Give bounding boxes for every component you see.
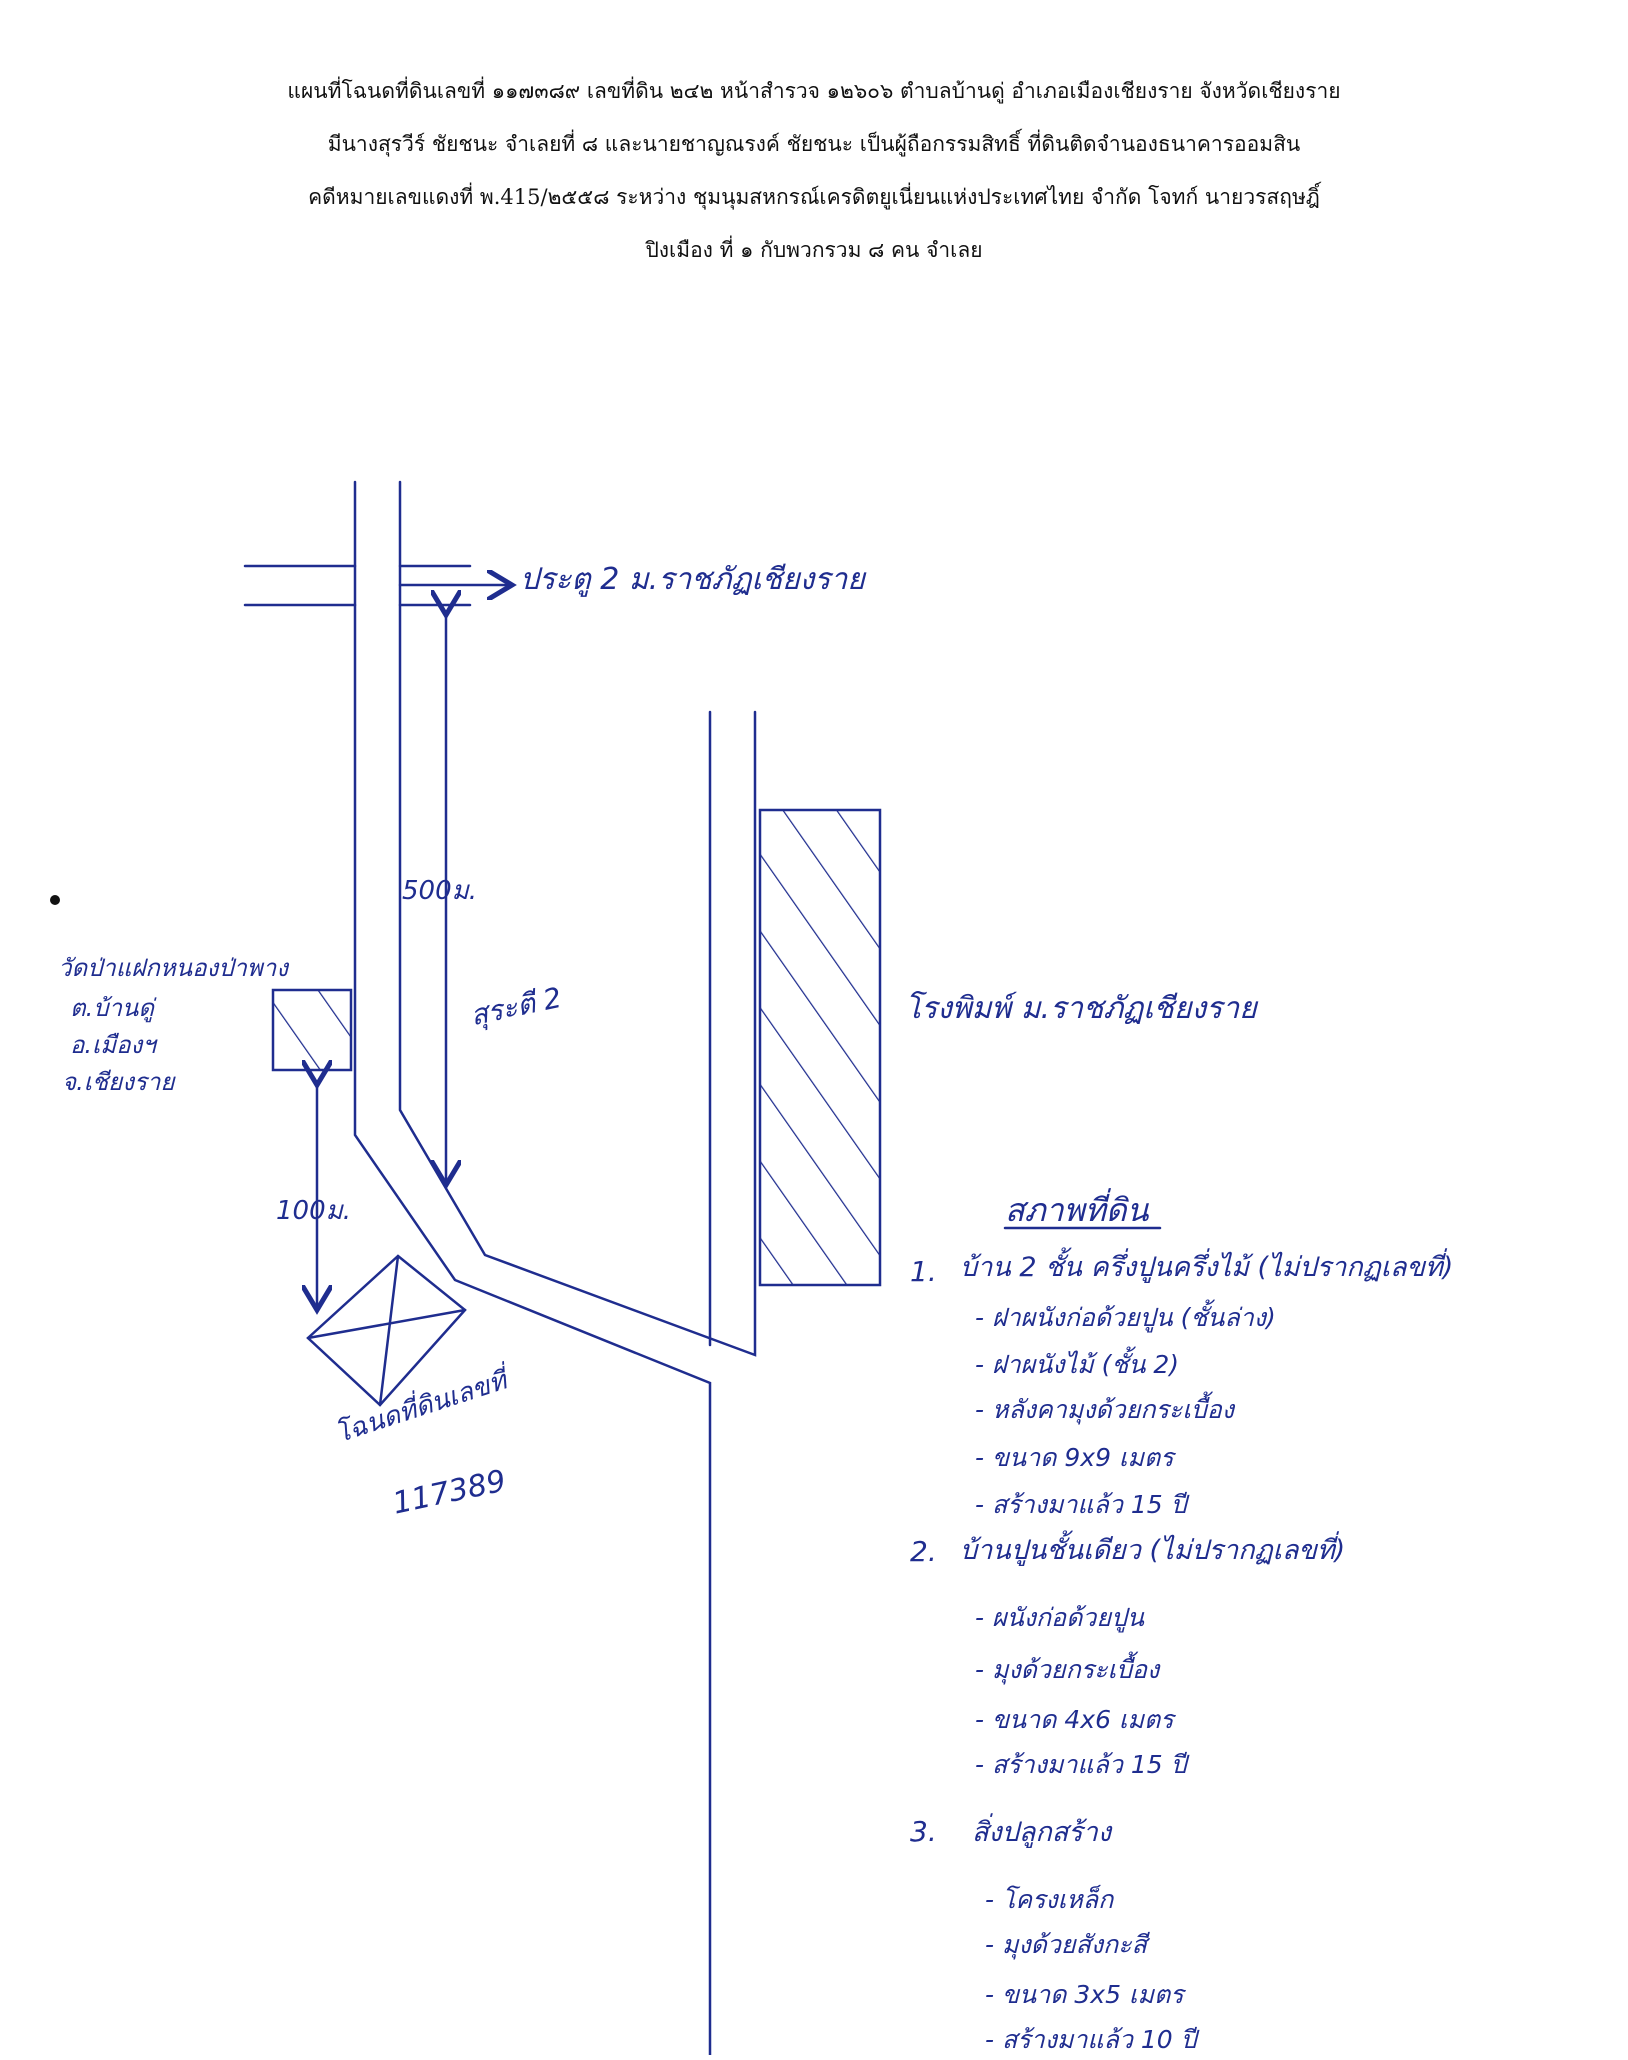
document-header: แผนที่โฉนดที่ดินเลขที่ ๑๑๗๓๘๙ เลขที่ดิน … <box>0 78 1628 290</box>
ink-dot <box>50 895 60 905</box>
header-line-4: ปิงเมือง ที่ ๑ กับพวกรวม ๘ คน จำเลย <box>645 238 983 262</box>
item-2-detail-2: - มุงด้วยกระเบื้อง <box>975 1655 1160 1684</box>
header-line-1: แผนที่โฉนดที่ดินเลขที่ ๑๑๗๓๘๙ เลขที่ดิน … <box>287 79 1341 103</box>
main-road-left-edge <box>353 480 712 2055</box>
item-2-detail-3: - ขนาด 4x6 เมตร <box>975 1705 1174 1734</box>
item-2-title: บ้านปูนชั้นเดียว (ไม่ปรากฏเลขที่) <box>960 1535 1346 1566</box>
temple-district-label: อ.เมืองฯ <box>70 1031 156 1059</box>
item-1-title: บ้าน 2 ชั้น ครึ่งปูนครึ่งไม้ (ไม่ปรากฏเล… <box>960 1252 1454 1283</box>
temple-subdistrict-label: ต.บ้านดู่ <box>70 994 154 1022</box>
item-3-detail-2: - มุงด้วยสังกะสี <box>985 1930 1147 1959</box>
distance-500-label: 500ม. <box>402 876 478 906</box>
item-1-detail-4: - ขนาด 9x9 เมตร <box>975 1443 1174 1472</box>
item-2-detail-1: - ผนังก่อด้วยปูน <box>975 1603 1144 1632</box>
temple-name-label: วัดป่าแฝกหนองป่าพาง <box>58 954 288 982</box>
item-3-detail-3: - ขนาด 3x5 เมตร <box>985 1980 1184 2009</box>
item-2-detail-4: - สร้างมาแล้ว 15 ปี <box>975 1750 1187 1779</box>
main-road-right-edge <box>398 480 757 1357</box>
temple-building <box>271 988 353 1072</box>
conditions-heading: สภาพที่ดิน <box>1005 1191 1149 1229</box>
item-1-number: 1. <box>910 1255 937 1288</box>
item-3-detail-4: - สร้างมาแล้ว 10 ปี <box>985 2025 1197 2054</box>
item-1-detail-3: - หลังคามุงด้วยกระเบื้อง <box>975 1395 1234 1424</box>
item-2-number: 2. <box>910 1535 937 1568</box>
item-1-detail-5: - สร้างมาแล้ว 15 ปี <box>975 1490 1187 1519</box>
gate-label: ประตู 2 ม.ราชภัฏเชียงราย <box>520 562 865 597</box>
header-line-3: คดีหมายเลขแดงที่ พ.415/๒๕๕๘ ระหว่าง ชุมน… <box>308 185 1320 209</box>
item-3-detail-1: - โครงเหล็ก <box>985 1885 1114 1914</box>
item-3-number: 3. <box>910 1815 937 1848</box>
printing-house-building <box>758 808 882 1287</box>
item-3-title: สิ่งปลูกสร้าง <box>972 1817 1112 1848</box>
item-1-detail-2: - ฝาผนังไม้ (ชั้น 2) <box>975 1350 1180 1379</box>
item-1-detail-1: - ฝาผนังก่อด้วยปูน (ชั้นล่าง) <box>975 1303 1276 1332</box>
distance-100-label: 100ม. <box>276 1196 352 1226</box>
header-line-2: มีนางสุรวีร์ ชัยชนะ จำเลยที่ ๘ และนายชาญ… <box>327 132 1301 156</box>
land-plot-diagonal-2 <box>306 1308 467 1340</box>
printing-house-label: โรงพิมพ์ ม.ราชภัฏเชียงราย <box>905 991 1257 1026</box>
land-plot-diagonal-1 <box>378 1254 400 1407</box>
temple-province-label: จ.เชียงราย <box>62 1068 175 1096</box>
